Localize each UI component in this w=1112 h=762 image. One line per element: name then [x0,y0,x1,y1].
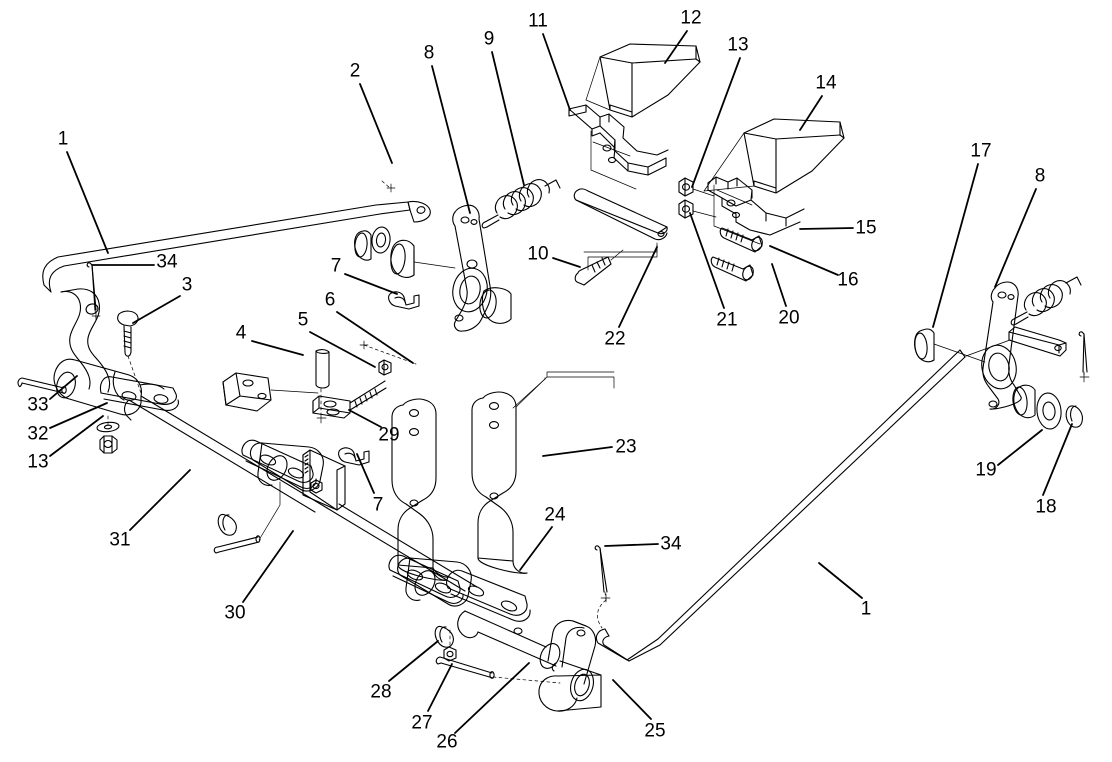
parts-illustration [17,43,1090,712]
